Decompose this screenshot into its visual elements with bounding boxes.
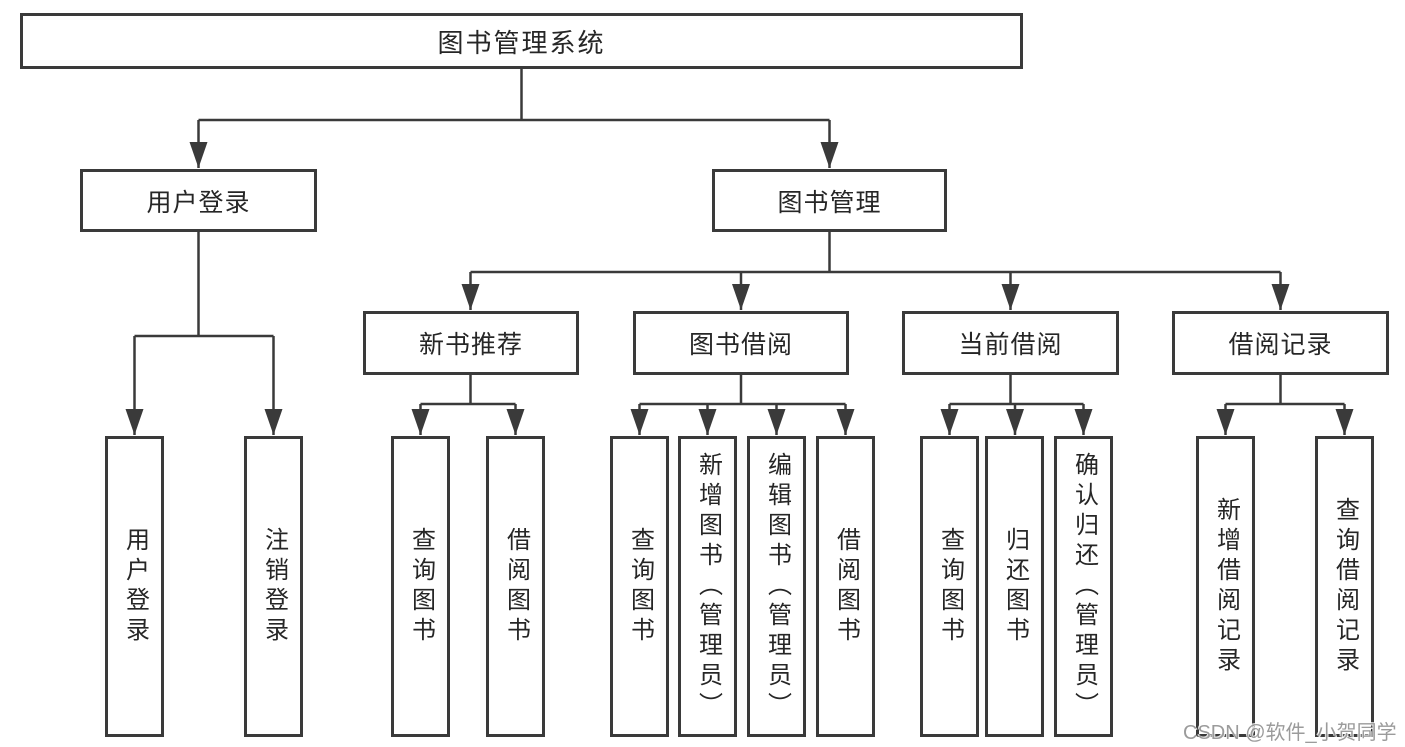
- node-current-borrow-label: 当前借阅: [958, 331, 1063, 359]
- leaf-add-books-admin: 新增图书（管理员）: [678, 436, 737, 737]
- leaf-query-books-current: 查询图书: [920, 436, 979, 737]
- leaf-borrow-books: 借阅图书: [816, 436, 875, 737]
- node-current-borrow: 当前借阅: [902, 311, 1119, 375]
- leaf-borrow-books-recommend-label: 借阅图书: [502, 526, 530, 647]
- leaf-add-books-admin-label: 新增图书（管理员）: [694, 451, 722, 722]
- leaf-borrow-books-label: 借阅图书: [832, 526, 860, 647]
- node-new-book-recommend-label: 新书推荐: [418, 331, 523, 359]
- leaf-query-books-current-label: 查询图书: [936, 526, 964, 647]
- leaf-return-books-label: 归还图书: [1001, 526, 1029, 647]
- node-book-borrow-label: 图书借阅: [688, 331, 793, 359]
- leaf-query-books-recommend: 查询图书: [391, 436, 450, 737]
- node-book-borrow: 图书借阅: [633, 311, 849, 375]
- node-library-system-label: 图书管理系统: [437, 27, 606, 58]
- leaf-borrow-books-recommend: 借阅图书: [486, 436, 545, 737]
- node-new-book-recommend: 新书推荐: [363, 311, 579, 375]
- leaf-edit-books-admin-label: 编辑图书（管理员）: [763, 451, 791, 722]
- leaf-query-borrow-record-label: 查询借阅记录: [1331, 496, 1359, 677]
- node-book-management: 图书管理: [712, 169, 947, 232]
- leaf-confirm-return-admin: 确认归还（管理员）: [1054, 436, 1113, 737]
- node-borrow-records-label: 借阅记录: [1228, 331, 1333, 359]
- leaf-query-books-borrow-label: 查询图书: [626, 526, 654, 647]
- leaf-add-borrow-record-label: 新增借阅记录: [1212, 496, 1240, 677]
- leaf-query-books-borrow: 查询图书: [610, 436, 669, 737]
- leaf-user-login-label: 用户登录: [121, 526, 149, 647]
- leaf-user-login: 用户登录: [105, 436, 164, 737]
- leaf-confirm-return-admin-label: 确认归还（管理员）: [1070, 451, 1098, 722]
- leaf-add-borrow-record: 新增借阅记录: [1196, 436, 1255, 737]
- node-user-login-label: 用户登录: [146, 188, 251, 217]
- node-library-system: 图书管理系统: [20, 13, 1023, 69]
- leaf-logout-label: 注销登录: [260, 526, 288, 647]
- leaf-query-borrow-record: 查询借阅记录: [1315, 436, 1374, 737]
- node-user-login: 用户登录: [80, 169, 317, 232]
- leaf-logout: 注销登录: [244, 436, 303, 737]
- node-borrow-records: 借阅记录: [1172, 311, 1389, 375]
- leaf-edit-books-admin: 编辑图书（管理员）: [747, 436, 806, 737]
- node-book-management-label: 图书管理: [777, 188, 882, 217]
- leaf-return-books: 归还图书: [985, 436, 1044, 737]
- leaf-query-books-recommend-label: 查询图书: [407, 526, 435, 647]
